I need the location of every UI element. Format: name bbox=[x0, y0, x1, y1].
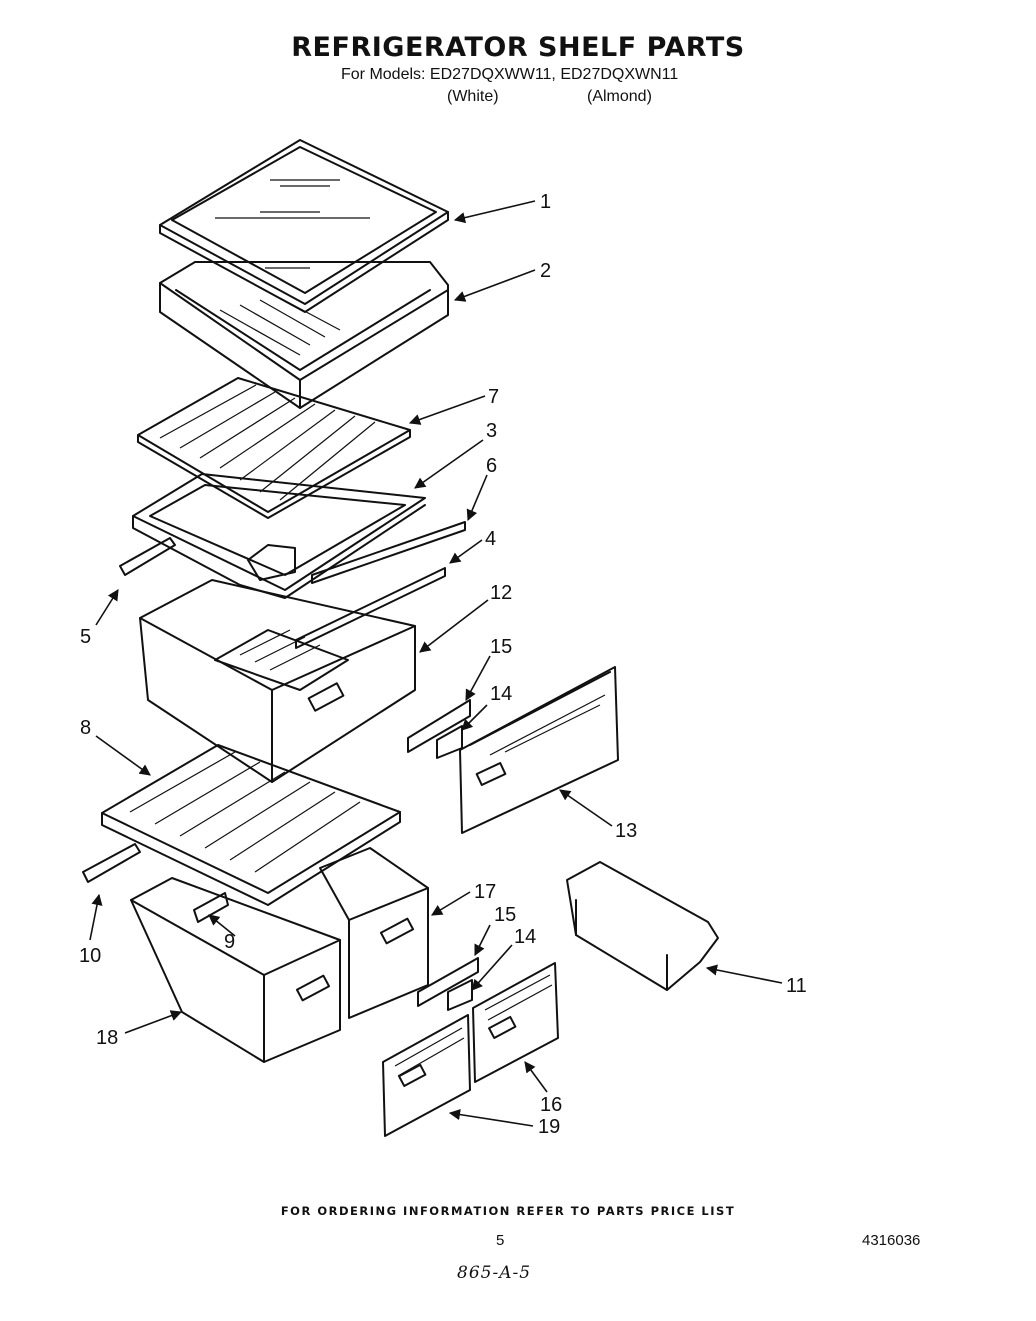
document-number: 4316036 bbox=[862, 1232, 921, 1249]
callout-19: 19 bbox=[538, 1116, 560, 1138]
part-19-drawer-front bbox=[382, 1014, 471, 1137]
part-6-rail bbox=[311, 521, 466, 584]
callout-8: 8 bbox=[80, 717, 91, 739]
part-1-glass-shelf bbox=[159, 139, 449, 313]
part-10-side-rail bbox=[82, 843, 141, 883]
callout-10: 10 bbox=[79, 945, 101, 967]
color-white-label: (White) bbox=[447, 88, 499, 105]
callout-16: 16 bbox=[540, 1094, 562, 1116]
part-2-crisper-cover-frame bbox=[159, 261, 449, 409]
part-15-upper-bracket bbox=[407, 699, 471, 753]
part-16-drawer-front bbox=[472, 962, 559, 1083]
callout-14-lower: 14 bbox=[514, 926, 536, 948]
handwritten-note: 865-A-5 bbox=[457, 1263, 532, 1283]
page-number: 5 bbox=[496, 1232, 505, 1249]
color-almond-label: (Almond) bbox=[587, 88, 652, 105]
callout-15-lower: 15 bbox=[494, 904, 516, 926]
part-12-crisper-drawer bbox=[139, 579, 416, 783]
page-title: REFRIGERATOR SHELF PARTS bbox=[291, 32, 745, 63]
part-13-upper-drawer-front bbox=[459, 666, 619, 834]
part-17-small-bin bbox=[319, 847, 429, 1019]
part-8-lower-shelf bbox=[101, 744, 401, 906]
callout-labels: 1 2 7 3 6 4 5 12 15 14 8 13 17 15 14 10 … bbox=[79, 191, 807, 1138]
part-9-clip bbox=[193, 892, 229, 923]
callout-3: 3 bbox=[486, 420, 497, 442]
callout-1: 1 bbox=[540, 191, 551, 213]
callout-11: 11 bbox=[786, 975, 807, 997]
callout-4: 4 bbox=[485, 528, 496, 550]
part-7-ribbed-panel bbox=[137, 377, 411, 519]
part-14-upper-clip bbox=[436, 725, 463, 759]
part-15-lower-bracket bbox=[417, 957, 479, 1007]
part-3-frame bbox=[132, 473, 426, 599]
callout-5: 5 bbox=[80, 626, 91, 648]
callout-2: 2 bbox=[540, 260, 551, 282]
callout-13: 13 bbox=[615, 820, 637, 842]
part-18-lower-bin bbox=[130, 877, 341, 1063]
part-4-rail bbox=[295, 567, 446, 649]
ordering-note: FOR ORDERING INFORMATION REFER TO PARTS … bbox=[280, 1204, 736, 1218]
part-5-side-rail bbox=[119, 537, 176, 576]
callout-17: 17 bbox=[474, 881, 496, 903]
callout-15-upper: 15 bbox=[490, 636, 512, 658]
callout-9: 9 bbox=[224, 931, 235, 953]
callout-7: 7 bbox=[488, 386, 499, 408]
callout-6: 6 bbox=[486, 455, 497, 477]
callout-18: 18 bbox=[96, 1027, 118, 1049]
callout-14-upper: 14 bbox=[490, 683, 512, 705]
models-line: For Models: ED27DQXWW11, ED27DQXWN11 bbox=[341, 66, 679, 83]
leader-lines bbox=[89, 200, 783, 1127]
part-14-lower-clip bbox=[447, 979, 473, 1011]
callout-12: 12 bbox=[490, 582, 512, 604]
part-11-door-bin bbox=[566, 861, 719, 991]
